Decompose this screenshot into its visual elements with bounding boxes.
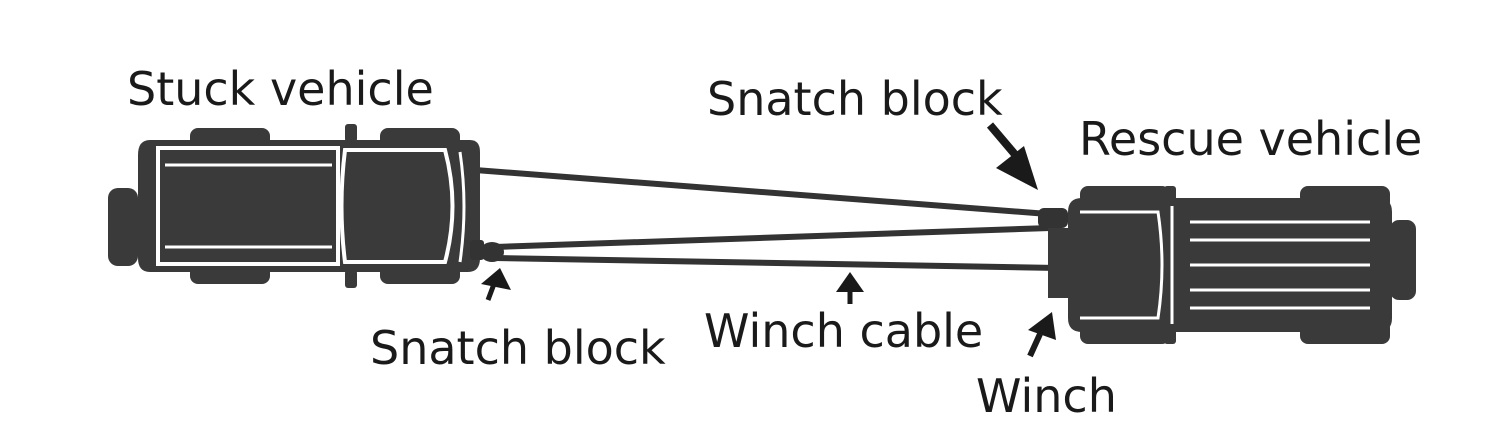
label-winch-cable: Winch cable: [704, 304, 984, 358]
snatch-block-rescue-icon: [1038, 208, 1068, 228]
label-rescue-vehicle: Rescue vehicle: [1079, 112, 1423, 166]
arrow-winch: [1027, 312, 1056, 358]
label-winch: Winch: [976, 369, 1117, 423]
winch-cable-lines: [474, 167, 1059, 271]
cable-middle: [494, 225, 1051, 250]
pointer-arrows: [481, 122, 1056, 358]
arrow-snatch-block-top: [986, 122, 1038, 190]
cable-upper: [474, 167, 1049, 217]
label-stuck-vehicle: Stuck vehicle: [127, 62, 434, 116]
stuck-vehicle-icon: [108, 124, 480, 288]
rescue-vehicle-icon: [1048, 186, 1416, 344]
snatch-block-stuck-icon: [470, 240, 504, 262]
label-snatch-block-top: Snatch block: [707, 72, 1003, 126]
arrow-winch-cable: [836, 272, 864, 304]
label-snatch-block-bottom: Snatch block: [370, 321, 666, 375]
arrow-snatch-block-bottom: [481, 268, 511, 301]
cable-lower: [494, 255, 1059, 271]
